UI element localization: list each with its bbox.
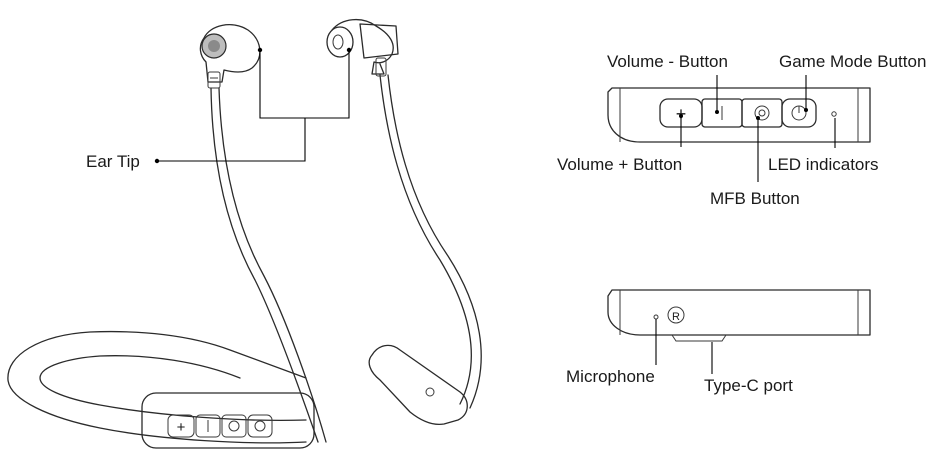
- type-c-port: [671, 334, 727, 342]
- neckband-outline: [7, 330, 307, 444]
- right-cable-a: [379, 74, 472, 405]
- control-pod-right: [368, 344, 468, 426]
- pod-mfb-button: [221, 414, 247, 438]
- neckband-inner-contour: [39, 355, 307, 422]
- pod-plus-button: [167, 414, 195, 438]
- mfb-button: [741, 98, 783, 128]
- port-side-outline: [607, 289, 871, 336]
- pod-mic-hole: [425, 387, 435, 397]
- pod-plus-glyph: +: [177, 419, 186, 436]
- game-mode-label: Game Mode Button: [779, 52, 926, 71]
- led-indicators-label: LED indicators: [768, 155, 879, 174]
- right-ear-tip: [326, 26, 354, 58]
- port-side-detail: R Microphone Type-C port: [566, 289, 871, 395]
- ear-tip-dot: [154, 158, 160, 164]
- volume-minus-label: Volume - Button: [607, 52, 728, 71]
- pod-minus-button: [195, 414, 221, 438]
- r-mark-icon: [667, 306, 685, 324]
- left-earbud: [199, 24, 261, 89]
- right-earbud: [326, 19, 399, 77]
- led-indicator: [831, 111, 837, 117]
- neckband-headset: +: [7, 19, 482, 449]
- pod-detail-outline: [607, 87, 871, 143]
- volume-plus-label: Volume + Button: [557, 155, 682, 174]
- left-cable-b: [218, 87, 327, 443]
- right-cable-b: [387, 74, 482, 409]
- left-cable-a: [210, 87, 319, 443]
- pod-power-icon: [254, 420, 266, 432]
- ear-tip-leader: [157, 50, 350, 162]
- game-mode-button: [781, 98, 817, 128]
- control-pod-detail: + Volume - Button Game Mode Button Volum…: [557, 52, 926, 208]
- pod-game-button: [247, 414, 273, 438]
- type-c-label: Type-C port: [704, 376, 793, 395]
- microphone-label: Microphone: [566, 367, 655, 386]
- r-mark-glyph: R: [672, 311, 680, 323]
- microphone-hole: [653, 314, 659, 320]
- ear-tip-label: Ear Tip: [86, 152, 140, 171]
- pod-mfb-icon: [228, 420, 240, 432]
- mfb-icon: [754, 105, 770, 121]
- mfb-label: MFB Button: [710, 189, 800, 208]
- control-pod-left: [141, 392, 315, 449]
